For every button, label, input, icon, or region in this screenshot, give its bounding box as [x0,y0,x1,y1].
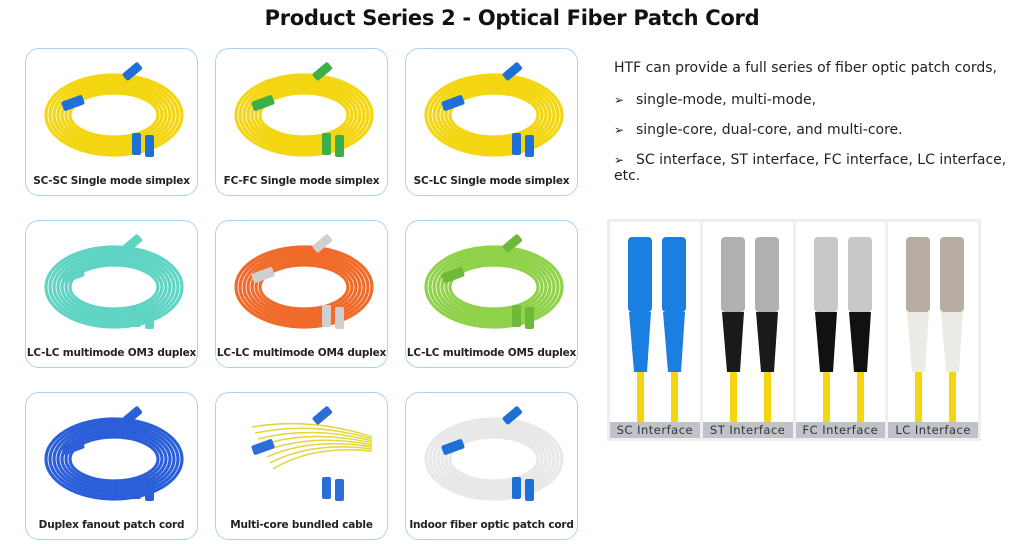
product-label: SC-LC Single mode simplex [413,175,570,187]
bullet-item: ➢SC interface, ST interface, FC interfac… [614,152,1024,184]
product-label: Indoor fiber optic patch cord [409,519,574,531]
patch-cord-image [234,62,374,157]
patch-cord-image [234,234,374,329]
product-card: LC-LC multimode OM4 duplex [215,220,388,368]
product-label: LC-LC multimode OM4 duplex [216,347,387,359]
interface-label: ST Interface [702,422,793,438]
product-label: SC-SC Single mode simplex [33,175,190,187]
patch-cord-image [44,62,184,157]
product-label: Multi-core bundled cable [230,519,373,531]
interface-label: FC Interface [795,422,886,438]
connector-image [813,237,872,424]
bullet-text: single-mode, multi-mode, [636,92,817,108]
product-label: LC-LC multimode OM5 duplex [406,347,577,359]
connector-image [628,237,686,424]
product-card: Multi-core bundled cable [215,392,388,540]
product-label: LC-LC multimode OM3 duplex [26,347,197,359]
product-label: Duplex fanout patch cord [38,519,185,531]
product-card: LC-LC multimode OM3 duplex [25,220,198,368]
product-card: FC-FC Single mode simplex [215,48,388,196]
connector-image [720,237,779,424]
intro-text: HTF can provide a full series of fiber o… [614,60,998,76]
product-label: FC-FC Single mode simplex [223,175,380,187]
product-card: SC-SC Single mode simplex [25,48,198,196]
patch-cord-image [424,62,564,157]
arrow-bullet-icon: ➢ [614,153,625,167]
arrow-bullet-icon: ➢ [614,93,625,107]
interface-label: LC Interface [888,422,978,438]
page-title: Product Series 2 - Optical Fiber Patch C… [264,6,760,30]
product-card: Duplex fanout patch cord [25,392,198,540]
bullet-text: single-core, dual-core, and multi-core. [636,122,903,138]
interface-column: SC Interface [610,222,700,438]
bullet-item: ➢ single-mode, multi-mode, [614,92,816,108]
interface-column: ST Interface [702,222,793,438]
interface-column: FC Interface [795,222,886,438]
interface-comparison-image: SC Interface ST Interface FC Interface L… [607,219,981,441]
interface-label: SC Interface [610,422,700,438]
interface-column: LC Interface [888,222,978,438]
connector-image [906,237,965,424]
patch-cord-image [44,234,184,329]
arrow-bullet-icon: ➢ [614,123,625,137]
patch-cord-image [44,406,184,501]
patch-cord-image [424,234,564,329]
product-card: SC-LC Single mode simplex [405,48,578,196]
patch-cord-image [424,406,564,501]
bullet-item: ➢ single-core, dual-core, and multi-core. [614,122,903,138]
patch-cord-image [251,406,373,501]
product-card: Indoor fiber optic patch cord [405,392,578,540]
bullet-text: SC interface, ST interface, FC interface… [614,152,1007,184]
product-card: LC-LC multimode OM5 duplex [405,220,578,368]
